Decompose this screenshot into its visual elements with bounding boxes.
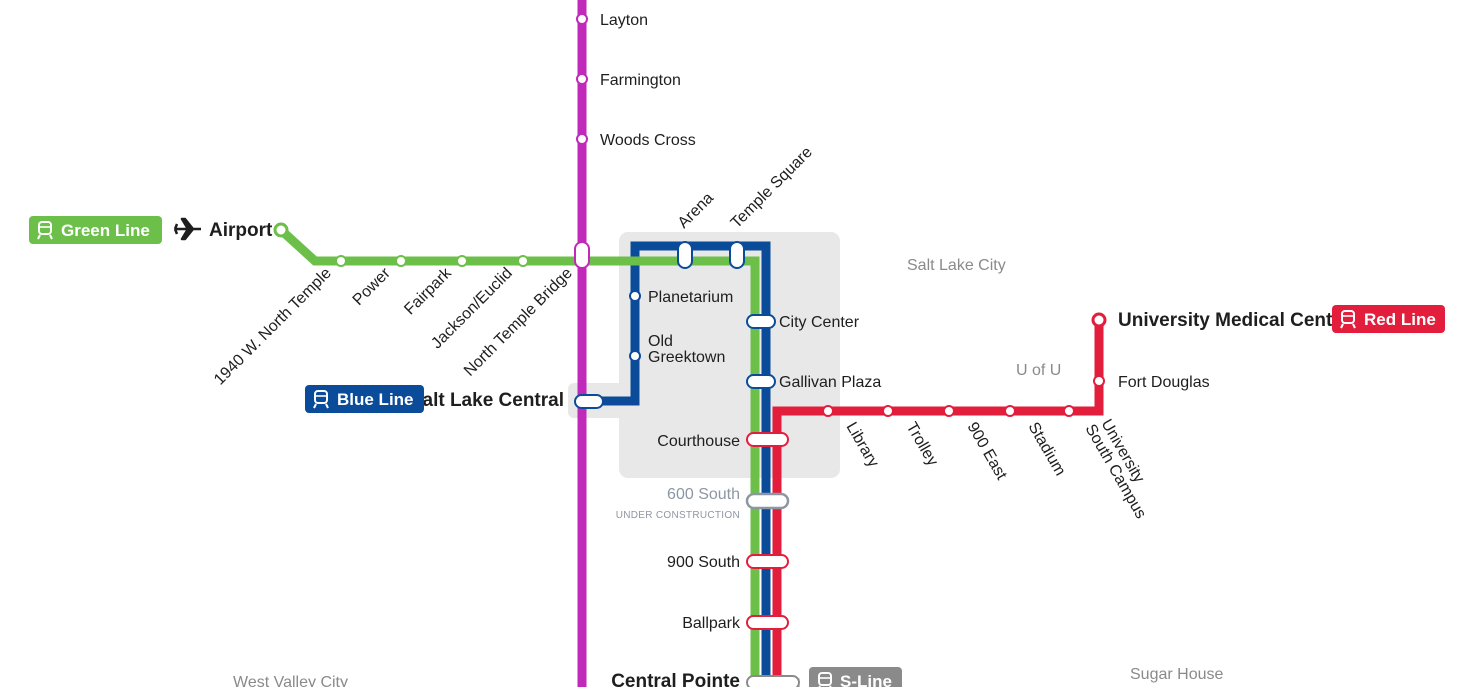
station-label-courthouse: Courthouse <box>657 433 740 450</box>
station-label-1940-w-north-temple: 1940 W. North Temple <box>211 265 335 389</box>
station-dot-stadium[interactable] <box>1004 405 1016 417</box>
station-label-north-temple-bridge: North Temple Bridge <box>461 265 576 380</box>
station-label-arena: Arena <box>675 190 717 232</box>
area-label-salt-lake-city: Salt Lake City <box>907 257 1006 274</box>
station-label-woods-cross: Woods Cross <box>600 132 696 149</box>
station-gallivan-plaza[interactable] <box>746 374 776 389</box>
station-dot-university-medical-center[interactable] <box>1091 312 1107 328</box>
station-900-south[interactable] <box>746 554 789 569</box>
station-dot-farmington[interactable] <box>576 73 588 85</box>
station-dot-old-greektown[interactable] <box>629 350 641 362</box>
train-icon <box>37 221 53 240</box>
station-dot-library[interactable] <box>822 405 834 417</box>
station-dot-woods-cross[interactable] <box>576 133 588 145</box>
station-label-gallivan-plaza: Gallivan Plaza <box>779 374 881 391</box>
station-dot-layton[interactable] <box>576 13 588 25</box>
blue-line-badge[interactable]: Blue Line <box>305 385 424 413</box>
station-temple-square[interactable] <box>729 241 745 269</box>
station-label-fort-douglas: Fort Douglas <box>1118 374 1210 391</box>
station-salt-lake-central[interactable] <box>574 394 604 409</box>
station-label-600-south: 600 South <box>667 486 740 503</box>
station-ballpark[interactable] <box>746 615 789 630</box>
station-label-fairpark: Fairpark <box>401 264 455 318</box>
train-icon <box>313 390 329 409</box>
station-city-center[interactable] <box>746 314 776 329</box>
station-label-university-medical-center: University Medical Center <box>1118 310 1351 331</box>
station-label-ballpark: Ballpark <box>682 615 741 632</box>
station-dot-1940-w-north-temple[interactable] <box>335 255 347 267</box>
station-label-airport: Airport <box>209 220 273 241</box>
s-line-badge-label: S-Line <box>840 672 892 687</box>
station-label-central-pointe: Central Pointe <box>611 671 740 687</box>
station-label-900-east: 900 East <box>964 420 1011 484</box>
station-label-power: Power <box>350 264 395 309</box>
red-line-badge-label: Red Line <box>1364 310 1436 329</box>
station-label-salt-lake-central: Salt Lake Central <box>410 390 564 411</box>
station-dot-jackson-euclid[interactable] <box>517 255 529 267</box>
station-courthouse[interactable] <box>746 432 789 447</box>
area-label-u-of-u: U of U <box>1016 362 1061 379</box>
station-label-farmington: Farmington <box>600 72 681 89</box>
station-label-layton: Layton <box>600 12 648 29</box>
station-label-library: Library <box>843 420 882 471</box>
area-label-west-valley-city: West Valley City <box>233 674 348 687</box>
green-line <box>277 226 760 687</box>
station-600-south[interactable] <box>745 492 790 510</box>
station-north-temple-bridge[interactable] <box>574 241 590 269</box>
station-dot-south-campus[interactable] <box>1063 405 1075 417</box>
station-label-planetarium: Planetarium <box>648 289 733 306</box>
area-label-sugar-house: Sugar House <box>1130 666 1223 683</box>
blue-line <box>590 241 771 687</box>
station-label-old-greektown-line2: Greektown <box>648 349 725 366</box>
under-construction-note: UNDER CONSTRUCTION <box>616 510 740 521</box>
s-line-badge[interactable]: S-Line <box>809 667 902 687</box>
station-dot-fairpark[interactable] <box>456 255 468 267</box>
train-icon <box>1340 310 1356 329</box>
station-label-900-south: 900 South <box>667 554 740 571</box>
airplane-icon <box>173 217 201 241</box>
station-dot-fort-douglas[interactable] <box>1093 375 1105 387</box>
red-line-badge[interactable]: Red Line <box>1332 305 1445 333</box>
station-label-temple-square: Temple Square <box>728 144 816 232</box>
station-central-pointe[interactable] <box>746 675 800 687</box>
green-line-badge-label: Green Line <box>61 221 150 240</box>
station-label-old-greektown-line1: Old <box>648 333 673 350</box>
downtown-area <box>619 232 840 478</box>
green-line-badge[interactable]: Green Line <box>29 216 162 244</box>
station-dot-power[interactable] <box>395 255 407 267</box>
station-dot-planetarium[interactable] <box>629 290 641 302</box>
blue-line-badge-label: Blue Line <box>337 390 414 409</box>
red-line <box>772 320 1104 687</box>
station-dot-trolley[interactable] <box>882 405 894 417</box>
station-label-city-center: City Center <box>779 314 860 331</box>
station-arena[interactable] <box>677 241 693 269</box>
station-dot-900-east[interactable] <box>943 405 955 417</box>
station-label-stadium: Stadium <box>1025 420 1069 479</box>
station-label-trolley: Trolley <box>903 420 941 470</box>
station-dot-airport[interactable] <box>273 222 289 238</box>
